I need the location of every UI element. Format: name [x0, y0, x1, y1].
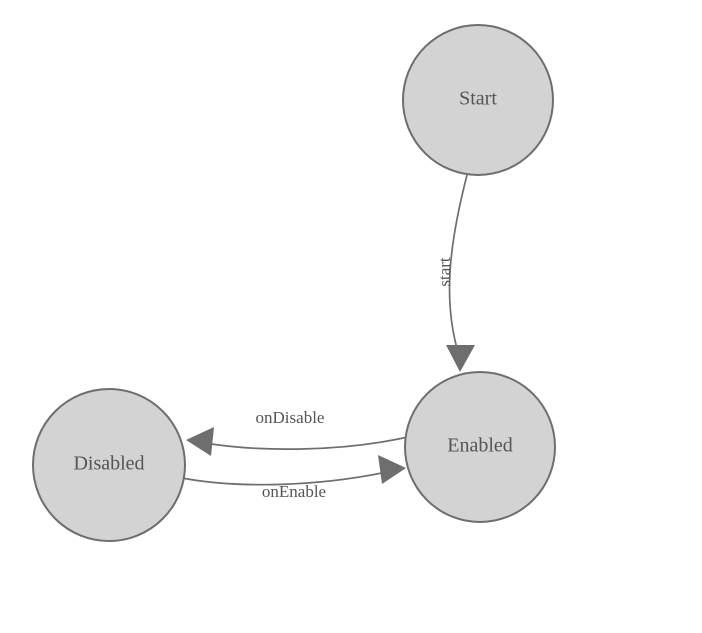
arrowhead-down-icon: [446, 345, 475, 372]
node-enabled-circle: [404, 371, 556, 523]
edge-disabled-to-enabled-path: [181, 471, 388, 486]
node-start-circle: [402, 24, 554, 176]
edge-label-start: start: [435, 257, 454, 287]
arrowhead-right-icon: [378, 455, 406, 484]
node-enabled[interactable]: Enabled: [404, 371, 556, 523]
edge-enabled-to-disabled-path: [204, 436, 409, 450]
node-disabled-circle: [32, 388, 186, 542]
node-start[interactable]: Start: [402, 24, 554, 176]
edge-label-ondisable: onDisable: [256, 408, 325, 427]
edge-start-to-enabled[interactable]: start: [435, 174, 475, 372]
edge-start-to-enabled-path: [448, 174, 468, 353]
node-start-label: Start: [459, 88, 497, 110]
node-disabled[interactable]: Disabled: [32, 388, 186, 542]
edge-enabled-to-disabled[interactable]: onDisable: [186, 408, 409, 456]
edge-disabled-to-enabled[interactable]: onEnable: [181, 455, 406, 501]
node-disabled-label: Disabled: [73, 453, 144, 475]
node-enabled-label: Enabled: [447, 435, 513, 457]
edge-label-onenable: onEnable: [262, 482, 326, 501]
arrowhead-left-icon: [186, 427, 214, 456]
